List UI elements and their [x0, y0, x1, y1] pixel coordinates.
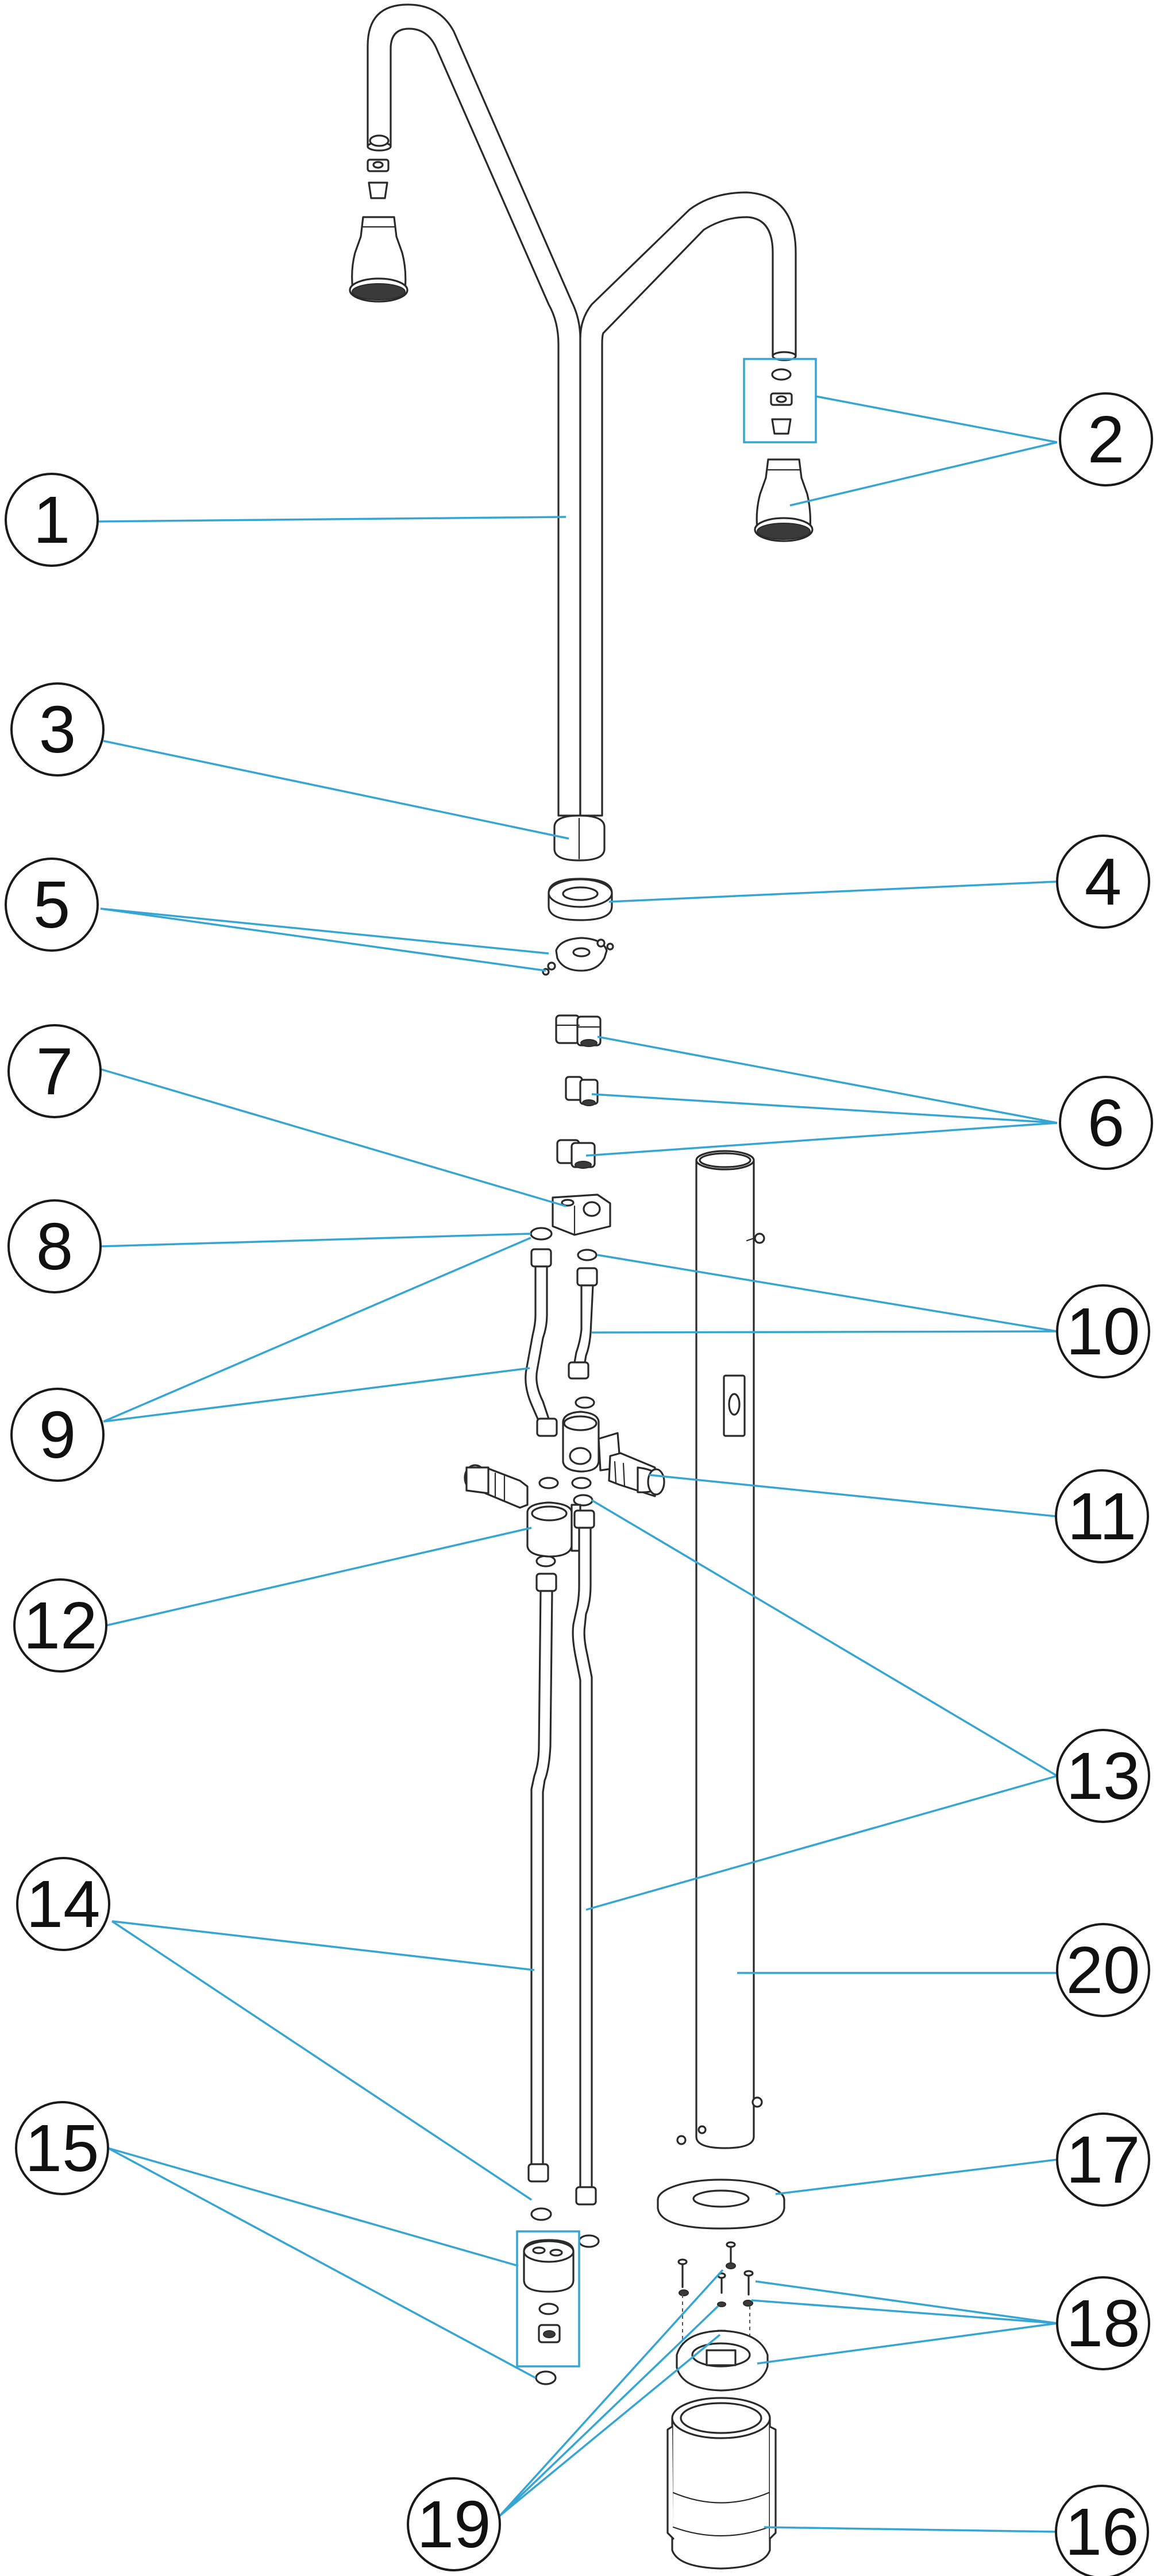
distribution-block: [552, 1194, 611, 1236]
callout-number: 3: [39, 692, 76, 767]
callout-7: 7: [7, 1024, 102, 1118]
callout-number: 9: [39, 1397, 76, 1472]
shower-head-left: [349, 134, 408, 303]
callout-number: 13: [1066, 1739, 1140, 1813]
callout-17: 17: [1056, 2112, 1150, 2207]
callout-3: 3: [10, 682, 105, 777]
base-plate: [657, 2179, 785, 2230]
callout-5: 5: [5, 858, 99, 952]
short-hose-right: [568, 1267, 598, 1380]
leader-lines: [97, 395, 1058, 2533]
long-hose-right: [572, 1509, 597, 2206]
callout-15: 15: [15, 2101, 109, 2195]
callout-1: 1: [5, 473, 99, 567]
shower-column: [676, 1150, 765, 2149]
callout-19: 19: [407, 2477, 501, 2571]
callout-number: 1: [33, 482, 71, 557]
push-button-left: [464, 1464, 529, 1509]
long-hose-left: [527, 1573, 557, 2183]
callout-18: 18: [1056, 2276, 1150, 2370]
callout-20: 20: [1056, 1923, 1150, 2017]
callout-10: 10: [1056, 1284, 1150, 1378]
callout-16: 16: [1055, 2485, 1149, 2576]
callout-6: 6: [1059, 1076, 1153, 1170]
anchor-flange: [676, 2330, 769, 2392]
anchor-sleeve: [666, 2397, 777, 2570]
callout-13: 13: [1056, 1729, 1150, 1823]
callout-number: 20: [1066, 1933, 1140, 2007]
callout-12: 12: [13, 1578, 107, 1673]
callout-14: 14: [16, 1857, 110, 1951]
callout-number: 19: [417, 2487, 491, 2562]
short-hose-left: [525, 1248, 558, 1437]
connector-fittings: [555, 1014, 602, 1169]
callout-11: 11: [1055, 1469, 1149, 1563]
pipe-clamp: [553, 814, 606, 862]
shower-pipe: [367, 3, 797, 817]
callout-number: 16: [1065, 2494, 1139, 2569]
push-button-right: [608, 1452, 665, 1497]
callout-number: 2: [1088, 402, 1125, 477]
callout-9: 9: [10, 1388, 105, 1482]
connector-set: [516, 2230, 580, 2368]
callout-number: 7: [36, 1034, 74, 1109]
fixing-plate: [542, 937, 614, 976]
mixer-valve-upper: [562, 1411, 665, 1497]
callout-number: 8: [36, 1209, 74, 1284]
callout-number: 12: [23, 1588, 97, 1663]
shower-head-right: [743, 358, 817, 542]
callout-number: 14: [26, 1867, 100, 1941]
callout-number: 6: [1088, 1086, 1125, 1160]
callout-number: 10: [1066, 1294, 1140, 1369]
callout-8: 8: [7, 1199, 102, 1293]
callout-number: 5: [33, 867, 71, 942]
callout-number: 15: [25, 2111, 99, 2185]
callout-number: 17: [1066, 2122, 1140, 2197]
mixer-valve-lower: [464, 1464, 581, 1558]
cover-ring: [548, 878, 613, 921]
callout-number: 4: [1085, 844, 1122, 919]
callout-4: 4: [1056, 835, 1150, 929]
callout-number: 18: [1066, 2286, 1140, 2361]
callout-number: 11: [1067, 1479, 1136, 1554]
callout-2: 2: [1059, 392, 1153, 486]
